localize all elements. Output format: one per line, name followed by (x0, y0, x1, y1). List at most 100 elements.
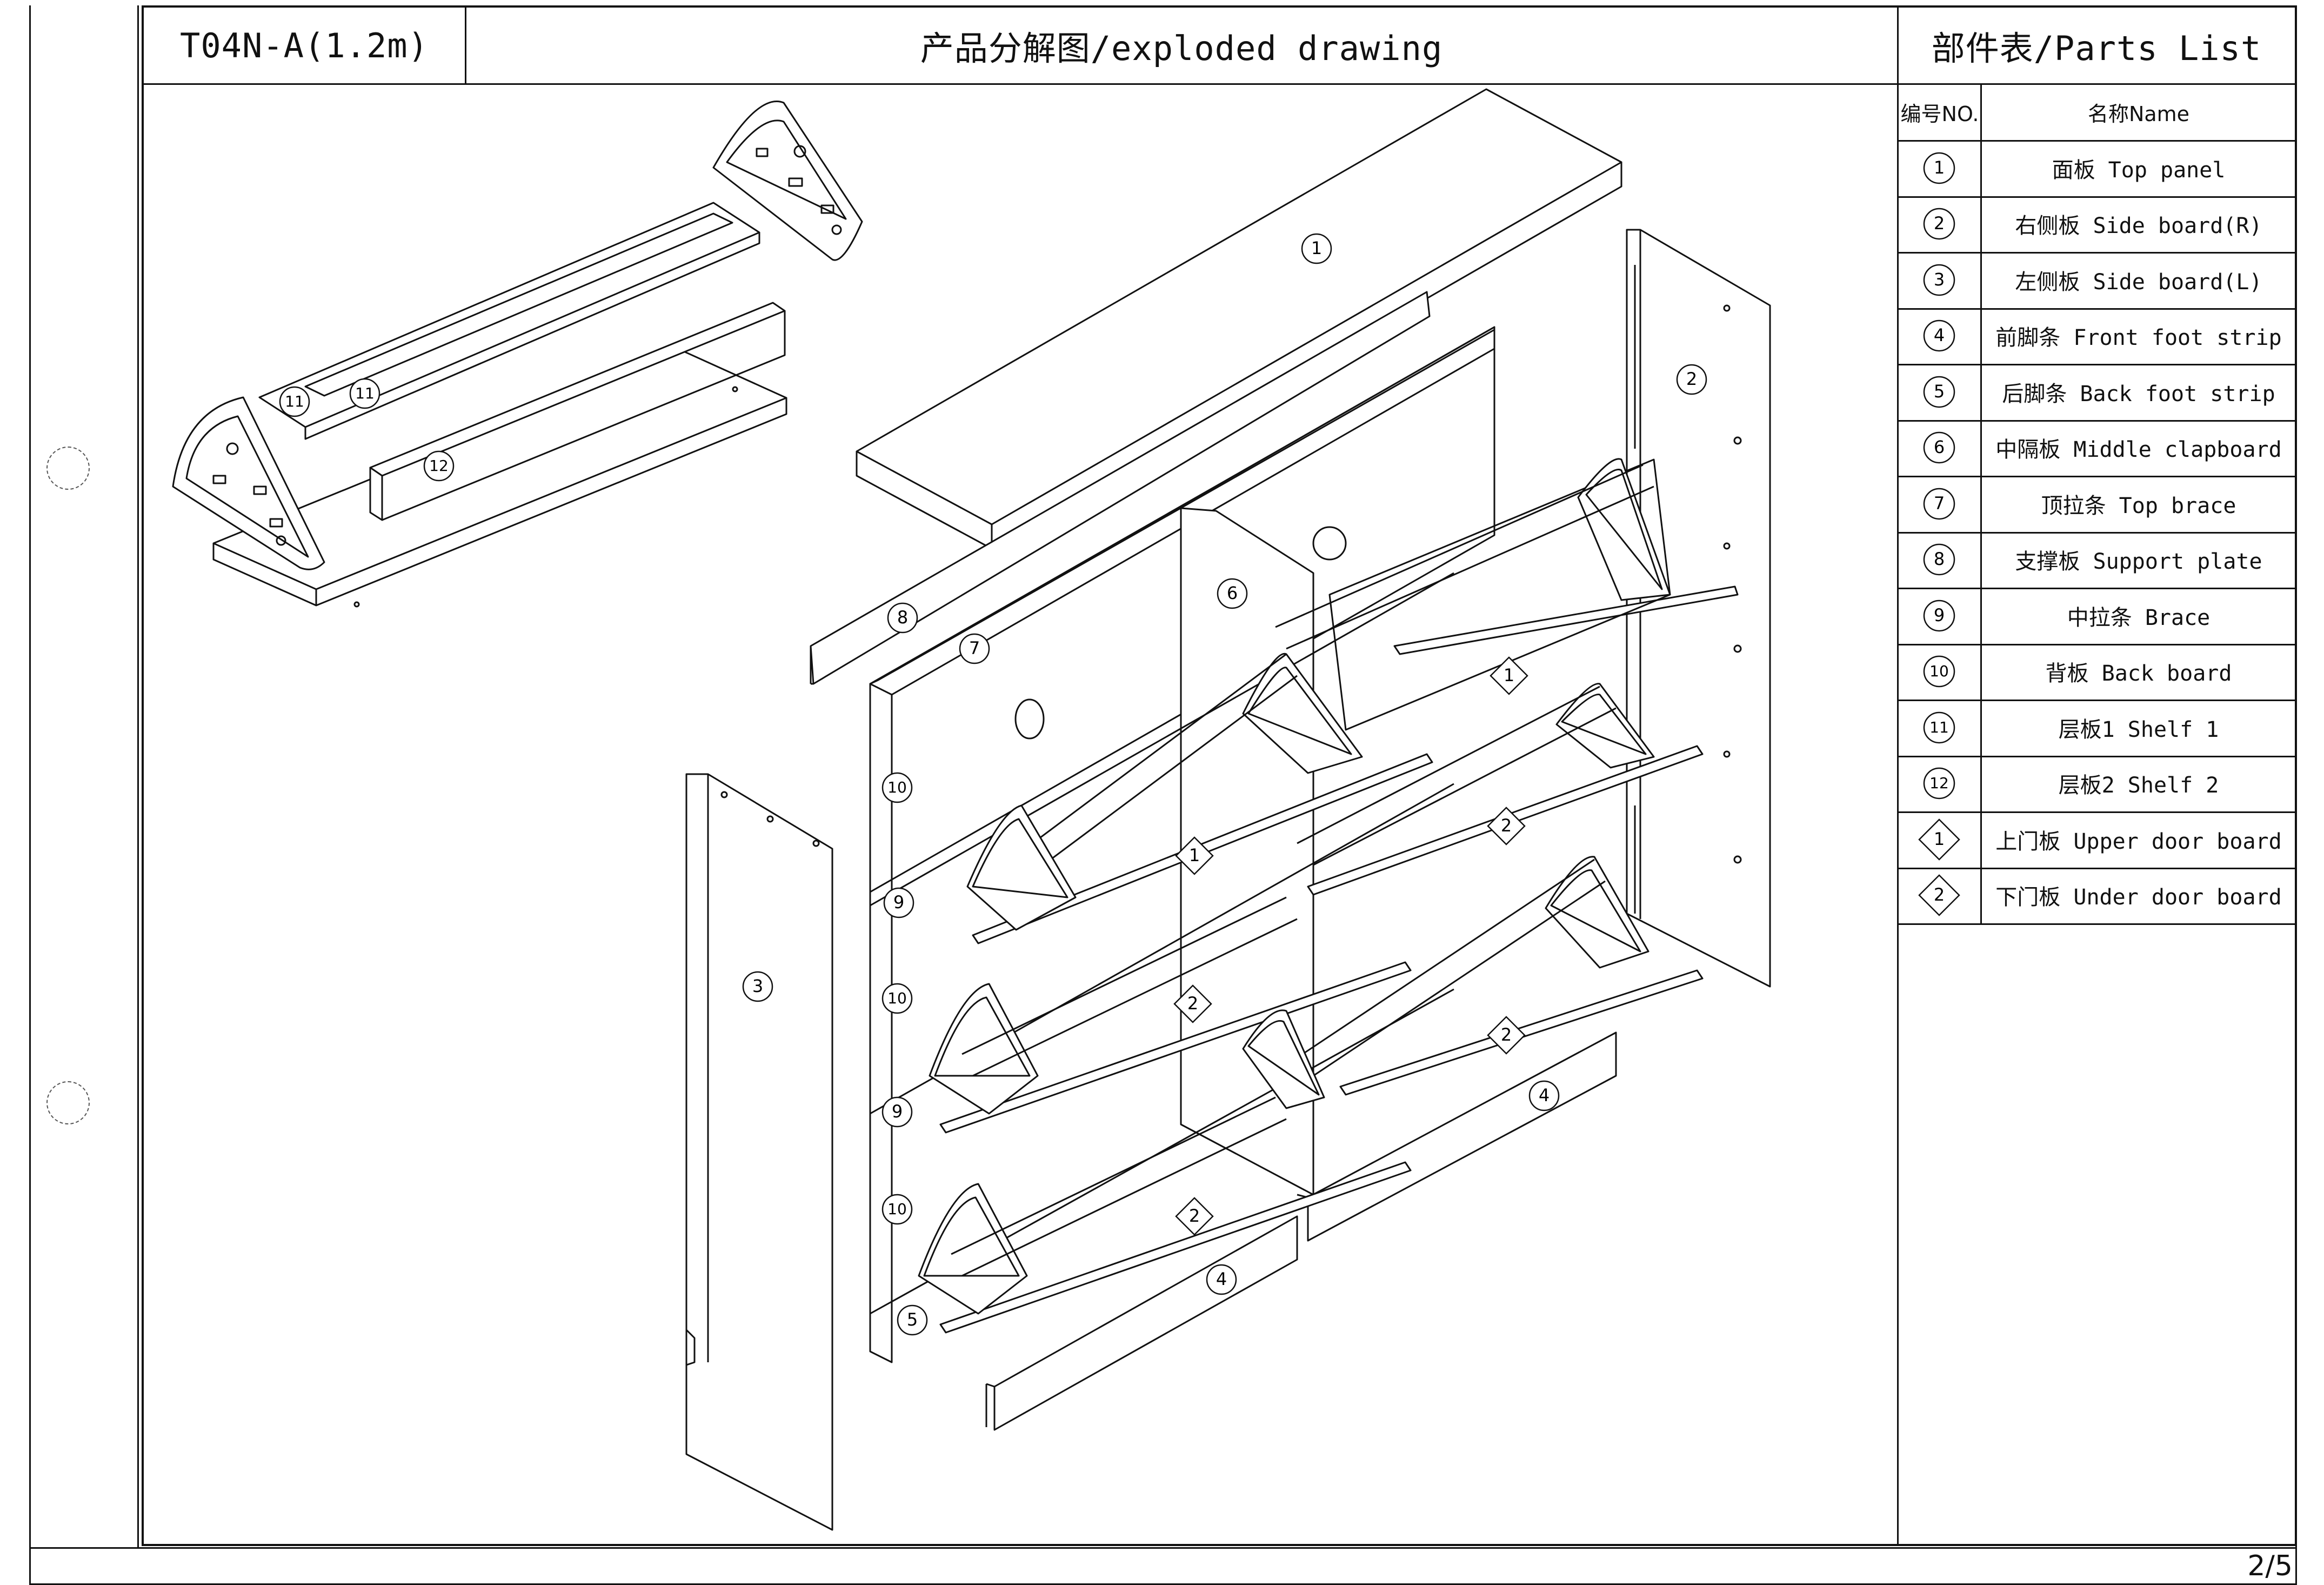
parts-table-row-line (1898, 531, 2295, 534)
parts-table-no: 9 (1934, 605, 1945, 625)
callout-label: 4 (1539, 1085, 1550, 1105)
circle-callout-6: 6 (1217, 578, 1248, 609)
parts-table-row-line (1898, 308, 2295, 310)
parts-table-no-cell: 6 (1898, 420, 1980, 476)
parts-table-name: 面板 Top panel (2052, 157, 2226, 183)
parts-table-row-line (1898, 867, 2295, 869)
circle-badge: 2 (1923, 208, 1955, 240)
parts-table-row-line (1898, 643, 2295, 645)
circle-callout-12: 12 (423, 450, 455, 482)
parts-table-row-line (1898, 923, 2295, 925)
parts-table-no-cell: 1 (1898, 811, 1980, 868)
diamond-callout-2: 2 (1175, 1197, 1214, 1236)
punch-hole-mark-top (46, 447, 90, 490)
callout-label: 2 (1686, 369, 1697, 389)
parts-table-no: 3 (1934, 269, 1945, 290)
circle-badge: 9 (1923, 600, 1955, 631)
parts-table-row-line (1898, 252, 2295, 254)
diamond-callout-1: 1 (1175, 836, 1214, 875)
front-foot-strip-lower (985, 1215, 1298, 1431)
parts-table-no: 1 (1934, 829, 1945, 849)
circle-badge: 12 (1923, 768, 1955, 800)
circle-badge: 1 (1923, 152, 1955, 184)
callout-label: 2 (1187, 993, 1198, 1014)
callout-label: 10 (887, 989, 907, 1007)
parts-table-no: 4 (1934, 325, 1945, 345)
callout-label: 1 (1504, 665, 1514, 685)
parts-table-row-line (1898, 476, 2295, 477)
parts-table-no: 2 (1934, 884, 1945, 905)
circle-callout-1: 1 (1301, 233, 1332, 264)
parts-table-name: 下门板 Under door board (1995, 885, 2282, 910)
parts-table-no: 12 (1929, 774, 1949, 792)
circle-callout-9: 9 (883, 887, 914, 918)
parts-table-name: 层板1 Shelf 1 (2058, 717, 2219, 742)
parts-list-left-border (1897, 5, 1899, 1546)
parts-table-no-cell: 4 (1898, 308, 1980, 364)
callout-label: 7 (969, 638, 980, 658)
parts-table-row-line (1898, 588, 2295, 589)
parts-table-no: 11 (1929, 718, 1949, 736)
circle-callout-8: 8 (887, 602, 918, 634)
parts-table-name: 层板2 Shelf 2 (2058, 773, 2219, 798)
parts-table-name: 上门板 Upper door board (1995, 829, 2282, 854)
left-side-board (685, 773, 833, 1531)
parts-table-row-line (1898, 755, 2295, 757)
callout-label: 1 (1311, 238, 1322, 258)
shelf-bracket-right (712, 101, 863, 261)
support-plate (810, 291, 1431, 685)
callout-label: 2 (1501, 815, 1512, 836)
page-inner-left-line (137, 5, 139, 1547)
parts-table-row-line (1898, 700, 2295, 701)
circle-badge: 11 (1923, 711, 1955, 743)
circle-callout-10: 10 (881, 772, 913, 803)
parts-table-no: 5 (1934, 381, 1945, 402)
circle-callout-11: 11 (279, 386, 310, 417)
diamond-callout-1: 1 (1490, 656, 1528, 695)
parts-table-row-line (1898, 196, 2295, 198)
parts-table-no: 1 (1934, 157, 1945, 178)
circle-callout-2: 2 (1676, 364, 1707, 395)
circle-callout-11: 11 (349, 378, 380, 409)
callout-label: 2 (1189, 1206, 1200, 1226)
circle-badge: 4 (1923, 320, 1955, 352)
parts-table-name: 左侧板 Side board(L) (2015, 269, 2262, 295)
punch-hole-mark-bottom (46, 1081, 90, 1124)
diamond-badge: 2 (1918, 874, 1960, 917)
drawing-sheet-frame (142, 5, 2297, 1546)
circle-callout-7: 7 (959, 633, 990, 664)
callout-label: 5 (907, 1309, 918, 1330)
circle-badge: 6 (1923, 432, 1955, 464)
circle-badge: 10 (1923, 656, 1955, 688)
parts-table-name: 右侧板 Side board(R) (2015, 214, 2262, 239)
callout-label: 10 (887, 1200, 907, 1218)
parts-table-no-cell: 2 (1898, 196, 1980, 252)
parts-table-no: 7 (1934, 493, 1945, 514)
header-bottom-line (142, 83, 2297, 85)
parts-table-row-line (1898, 811, 2295, 813)
circle-badge: 7 (1923, 488, 1955, 520)
diamond-callout-2: 2 (1173, 984, 1212, 1023)
diamond-callout-2: 2 (1487, 807, 1526, 845)
circle-badge: 5 (1923, 376, 1955, 408)
parts-table-name: 中隔板 Middle clapboard (1995, 437, 2282, 463)
parts-table-no: 2 (1934, 213, 1945, 234)
callout-label: 1 (1189, 845, 1200, 865)
parts-table-no-cell: 8 (1898, 532, 1980, 588)
shelf-bracket-left (172, 396, 325, 570)
header-divider-1 (465, 5, 466, 84)
callout-label: 8 (897, 607, 908, 628)
parts-table-no-cell: 3 (1898, 252, 1980, 308)
callout-label: 3 (752, 976, 763, 996)
callout-label: 10 (887, 778, 907, 796)
parts-table-no-cell: 7 (1898, 476, 1980, 532)
parts-table-header-line (1898, 140, 2295, 142)
callout-label: 2 (1501, 1024, 1512, 1045)
front-foot-strip-upper (1297, 1031, 1617, 1242)
column-header-name: 名称Name (2087, 102, 2190, 126)
parts-table-no-cell: 1 (1898, 140, 1980, 196)
parts-table-row-line (1898, 419, 2295, 422)
callout-label: 9 (892, 1101, 903, 1122)
model-number: T04N-A(1.2m) (180, 25, 429, 65)
